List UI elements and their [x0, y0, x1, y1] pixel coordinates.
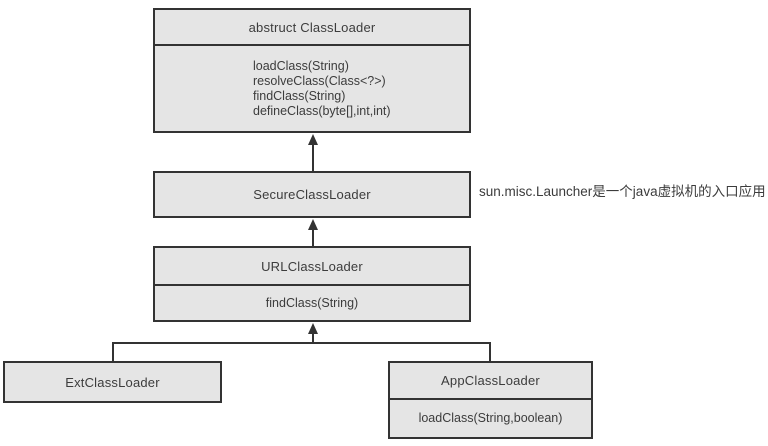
class-title-extclassloader: ExtClassLoader — [65, 374, 160, 390]
extclassloader-branch-line — [112, 342, 114, 361]
inheritance-arrow-line — [312, 332, 314, 343]
inheritance-arrow-line — [312, 143, 314, 171]
class-methods-classloader: loadClass(String) resolveClass(Class<?>)… — [155, 46, 469, 131]
class-title-urlclassloader: URLClassLoader — [155, 248, 469, 286]
method-findclass-url: findClass(String) — [265, 295, 359, 310]
class-title-classloader: abstruct ClassLoader — [155, 10, 469, 46]
class-methods-appclassloader: loadClass(String,boolean) — [390, 400, 591, 437]
class-methods-urlclassloader: findClass(String) — [155, 286, 469, 320]
annotation-text: sun.misc.Launcher是一个java虚拟机的入口应用 — [479, 184, 766, 199]
inheritance-arrow-line — [312, 228, 314, 246]
inheritance-arrowhead-icon — [308, 323, 318, 334]
class-box-extclassloader: ExtClassLoader — [3, 361, 222, 403]
class-box-secureclassloader: SecureClassLoader — [153, 171, 471, 218]
inheritance-arrowhead-icon — [308, 134, 318, 145]
class-box-urlclassloader: URLClassLoader findClass(String) — [153, 246, 471, 322]
method-loadclass: loadClass(String) — [253, 58, 349, 73]
appclassloader-branch-line — [489, 342, 491, 361]
children-join-line — [112, 342, 491, 344]
class-title-appclassloader: AppClassLoader — [390, 363, 591, 400]
class-box-appclassloader: AppClassLoader loadClass(String,boolean) — [388, 361, 593, 439]
method-defineclass: defineClass(byte[],int,int) — [253, 103, 391, 118]
method-resolveclass: resolveClass(Class<?>) — [253, 73, 386, 88]
method-loadclass-app: loadClass(String,boolean) — [418, 411, 563, 425]
method-findclass: findClass(String) — [253, 88, 346, 103]
class-title-secureclassloader: SecureClassLoader — [253, 187, 371, 202]
class-box-classloader: abstruct ClassLoader loadClass(String) r… — [153, 8, 471, 133]
inheritance-arrowhead-icon — [308, 219, 318, 230]
